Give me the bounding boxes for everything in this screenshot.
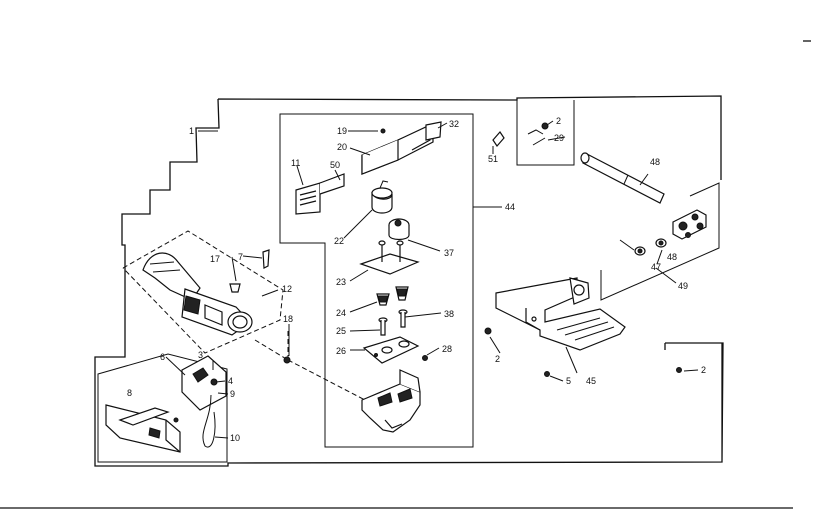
burner-dashed-outline xyxy=(122,230,284,354)
label-19: 19 xyxy=(337,126,347,136)
burner-12 xyxy=(142,252,253,336)
screws-25-38 xyxy=(378,309,408,336)
label-49: 49 xyxy=(678,281,688,291)
label-26: 26 xyxy=(336,346,346,356)
label-23: 23 xyxy=(336,277,346,287)
label-25: 25 xyxy=(336,326,346,336)
label-37: 37 xyxy=(444,248,454,258)
label-28: 28 xyxy=(442,344,452,354)
label-6: 6 xyxy=(160,352,165,362)
label-3: 3 xyxy=(198,350,203,360)
label-5: 5 xyxy=(566,376,571,386)
label-51: 51 xyxy=(488,154,498,164)
lighter-box-outline xyxy=(97,353,228,463)
thermocouple-box-outline xyxy=(600,182,720,301)
label-9: 9 xyxy=(230,389,235,399)
nozzles-24 xyxy=(376,286,409,306)
label-18: 18 xyxy=(283,314,293,324)
lighter-assembly xyxy=(105,355,227,453)
valve-37 xyxy=(388,218,410,241)
valve-base-casting xyxy=(361,369,421,433)
label-2b: 2 xyxy=(495,354,500,364)
pipe-48 xyxy=(580,152,665,204)
label-10: 10 xyxy=(230,433,240,443)
assembly-outline xyxy=(94,95,724,467)
pin-7 xyxy=(262,249,270,269)
screw-28 xyxy=(422,355,428,361)
mount-bracket-45 xyxy=(495,277,626,351)
label-8: 8 xyxy=(127,388,132,398)
part-labels: 1 19 20 32 11 50 22 37 44 23 24 38 25 26… xyxy=(127,116,706,443)
label-44: 44 xyxy=(505,202,515,212)
leader-lines xyxy=(165,120,699,439)
grille-11 xyxy=(295,173,345,215)
label-45: 45 xyxy=(586,376,596,386)
label-20: 20 xyxy=(337,142,347,152)
small-hardware xyxy=(484,122,682,377)
leader-49 xyxy=(655,267,677,284)
label-4: 4 xyxy=(228,376,233,386)
label-7: 7 xyxy=(238,252,243,262)
label-2a: 2 xyxy=(556,116,561,126)
thermocouple-fittings xyxy=(634,209,707,256)
gasket-26 xyxy=(362,336,420,364)
label-12: 12 xyxy=(282,284,292,294)
bracket-20-32 xyxy=(361,121,442,175)
label-47: 47 xyxy=(651,262,661,272)
label-11: 11 xyxy=(291,158,300,168)
coil-22 xyxy=(371,180,393,214)
label-48b: 48 xyxy=(667,252,677,262)
label-22: 22 xyxy=(334,236,344,246)
label-2c: 2 xyxy=(701,365,706,375)
box-29-outline xyxy=(516,100,575,166)
label-29: 29 xyxy=(554,133,564,143)
fitting-18 xyxy=(283,356,291,364)
plate-23 xyxy=(359,240,420,275)
gas-line-dashed xyxy=(254,330,366,401)
label-1: 1 xyxy=(189,126,194,136)
label-32: 32 xyxy=(449,119,459,129)
screw-17 xyxy=(229,283,241,293)
label-38: 38 xyxy=(444,309,454,319)
label-48a: 48 xyxy=(650,157,660,167)
label-50: 50 xyxy=(330,160,340,170)
label-17: 17 xyxy=(210,254,220,264)
valve-box-outline xyxy=(279,113,474,448)
label-24: 24 xyxy=(336,308,346,318)
